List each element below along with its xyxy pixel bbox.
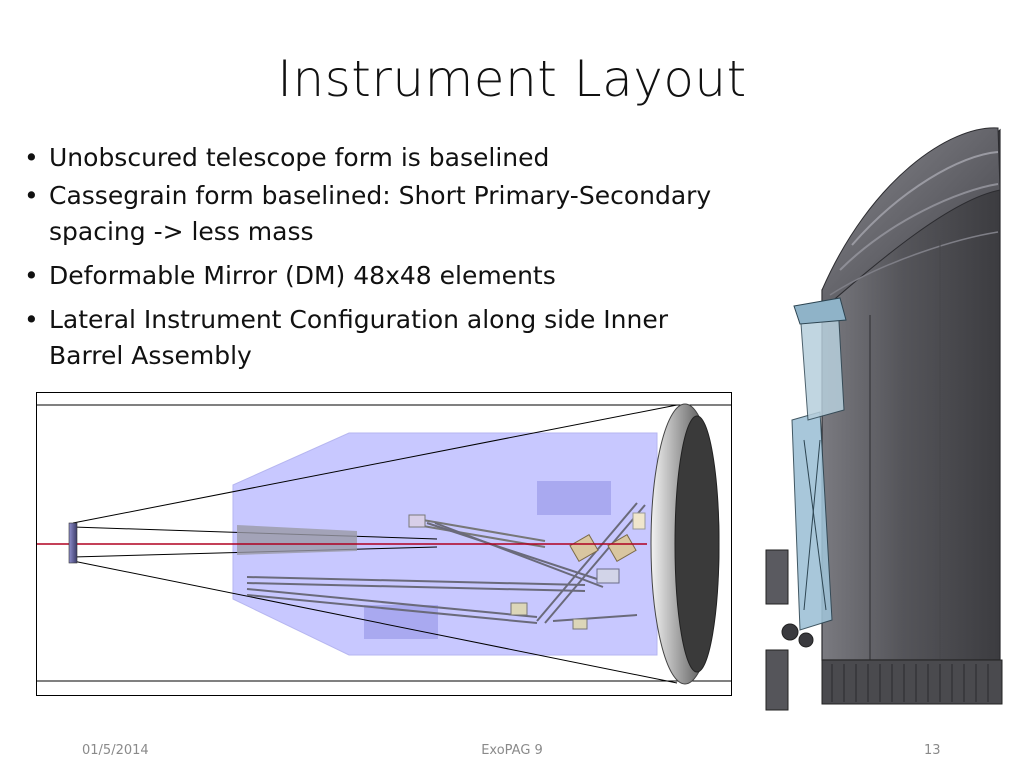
telescope-render bbox=[760, 120, 1010, 720]
shade-rib bbox=[829, 231, 999, 296]
thruster bbox=[798, 632, 814, 648]
relay-beam bbox=[246, 588, 538, 618]
thruster bbox=[781, 623, 799, 641]
relay-beam bbox=[246, 576, 586, 586]
ray-line bbox=[72, 404, 678, 524]
bullet-text: Lateral Instrument Configuration along s… bbox=[49, 305, 669, 370]
optic-element bbox=[572, 618, 588, 630]
footer-date: 01/5/2014 bbox=[82, 743, 149, 758]
radiator-panel bbox=[765, 649, 789, 711]
beam-cone bbox=[237, 525, 357, 555]
top-bracket bbox=[793, 297, 847, 325]
slide-title: Instrument Layout bbox=[277, 50, 747, 108]
bullet-item: • Lateral Instrument Configuration along… bbox=[24, 302, 744, 374]
bus-ribs bbox=[831, 664, 989, 702]
bullet-marker: • bbox=[24, 143, 39, 172]
optical-layout-drawing bbox=[37, 403, 731, 685]
bullet-item: • Unobscured telescope form is baselined bbox=[24, 140, 744, 176]
primary-mirror-face bbox=[674, 415, 720, 673]
relay-beam bbox=[536, 502, 638, 622]
relay-beam bbox=[246, 582, 586, 592]
bullet-text: Deformable Mirror (DM) 48x48 elements bbox=[49, 261, 556, 290]
instrument-box bbox=[537, 481, 611, 515]
relay-beam bbox=[426, 522, 598, 580]
shade-rib bbox=[839, 183, 999, 271]
sun-shade bbox=[821, 127, 1001, 312]
shade-rib bbox=[851, 151, 999, 246]
footer-event: ExoPAG 9 bbox=[481, 743, 543, 758]
optic-element bbox=[607, 534, 637, 562]
relay-beam bbox=[246, 594, 538, 624]
optic-element bbox=[632, 512, 646, 530]
radiator-panel bbox=[765, 549, 789, 605]
bullet-list: • Unobscured telescope form is baselined… bbox=[24, 140, 744, 382]
relay-beam bbox=[544, 504, 646, 624]
bullet-item: • Deformable Mirror (DM) 48x48 elements bbox=[24, 258, 744, 294]
optic-element bbox=[569, 534, 599, 562]
ray-line bbox=[72, 560, 678, 684]
bullet-marker: • bbox=[24, 261, 39, 290]
secondary-mirror bbox=[68, 522, 78, 564]
bus-ring bbox=[821, 659, 1003, 705]
panel-strut bbox=[803, 439, 821, 611]
panel-strut bbox=[803, 439, 827, 611]
footer-page-number: 13 bbox=[924, 743, 941, 758]
bullet-marker: • bbox=[24, 181, 39, 210]
optical-layout-figure bbox=[36, 392, 732, 696]
relay-beam bbox=[552, 614, 638, 622]
relay-beam bbox=[416, 518, 546, 542]
bullet-marker: • bbox=[24, 305, 39, 334]
optic-element bbox=[408, 514, 426, 528]
bullet-text: Cassegrain form baselined: Short Primary… bbox=[49, 181, 712, 246]
bullet-item: • Cassegrain form baselined: Short Prima… bbox=[24, 178, 744, 250]
optic-element bbox=[510, 602, 528, 616]
bullet-text: Unobscured telescope form is baselined bbox=[49, 143, 550, 172]
telescope-drawing bbox=[765, 127, 1003, 711]
optic-element bbox=[596, 568, 620, 584]
